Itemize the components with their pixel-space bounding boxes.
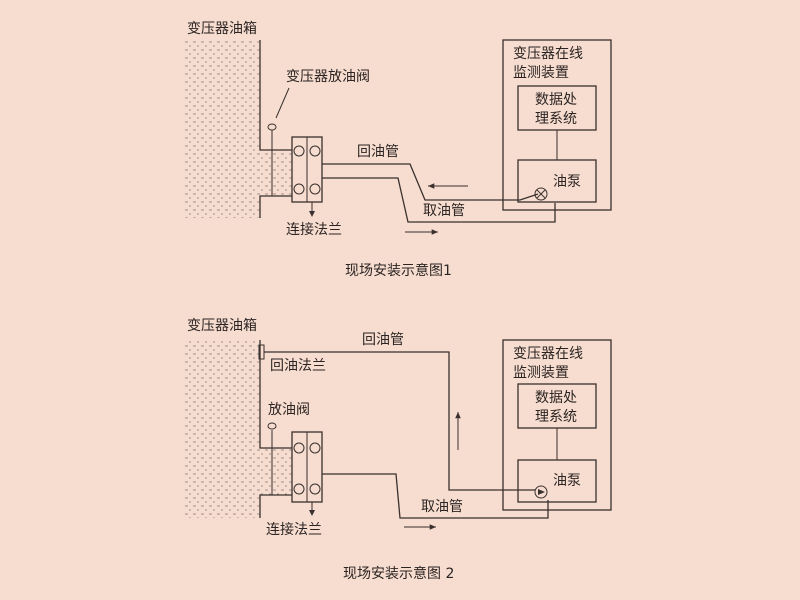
- monitor-label-1a: 变压器在线: [513, 46, 583, 62]
- connection-flange-2: [291, 431, 323, 516]
- tank-label-2: 变压器油箱: [187, 318, 257, 334]
- caption-2: 现场安装示意图 2: [343, 565, 454, 582]
- return-pipe-label-2: 回油管: [362, 332, 404, 348]
- take-pipe-label-1: 取油管: [423, 203, 465, 219]
- monitor-label-1b: 监测装置: [513, 65, 569, 81]
- processor-label-1b: 理系统: [535, 111, 577, 127]
- return-pipe-1: [322, 163, 539, 201]
- drain-valve-label-2: 放油阀: [268, 402, 310, 418]
- monitor-label-2b: 监测装置: [513, 365, 569, 381]
- take-pipe-2: [322, 473, 549, 519]
- processor-label-1a: 数据处: [535, 92, 577, 108]
- return-pipe-2: [264, 351, 535, 491]
- oil-pump-box-1: [517, 159, 597, 203]
- connection-flange-1: [291, 136, 323, 217]
- pump-label-2: 油泵: [553, 473, 581, 489]
- flange-label-1: 连接法兰: [286, 221, 342, 238]
- diagram-1: 变压器油箱 变压器放油阀 连接法兰 回油管 取油管 变压: [185, 21, 612, 279]
- take-pipe-label-2: 取油管: [421, 499, 463, 515]
- tank-label-1: 变压器油箱: [187, 21, 257, 37]
- diagram-2: 变压器油箱 回油法兰 回油管 放油阀 连接法兰 取油管: [185, 318, 612, 582]
- drain-valve-2: [267, 422, 277, 495]
- transformer-tank-1: [185, 40, 292, 218]
- take-pipe-1: [322, 177, 556, 223]
- pump-label-1: 油泵: [553, 174, 581, 190]
- drain-valve-label-1: 变压器放油阀: [286, 69, 370, 85]
- monitoring-device-2: [502, 339, 612, 511]
- flange-label-2: 连接法兰: [266, 521, 322, 538]
- processor-label-2b: 理系统: [535, 409, 577, 425]
- pump-icon: [534, 485, 548, 499]
- caption-1: 现场安装示意图1: [345, 262, 452, 279]
- monitoring-device-1: [502, 39, 612, 211]
- processor-label-2a: 数据处: [535, 390, 577, 406]
- oil-pump-box-2: [517, 459, 597, 503]
- pump-icon: [534, 187, 548, 201]
- transformer-tank-2: [185, 340, 292, 518]
- monitor-label-2a: 变压器在线: [513, 346, 583, 362]
- return-pipe-label-1: 回油管: [357, 144, 399, 160]
- return-flange-label-2: 回油法兰: [270, 358, 326, 374]
- drain-valve-1: [267, 87, 290, 196]
